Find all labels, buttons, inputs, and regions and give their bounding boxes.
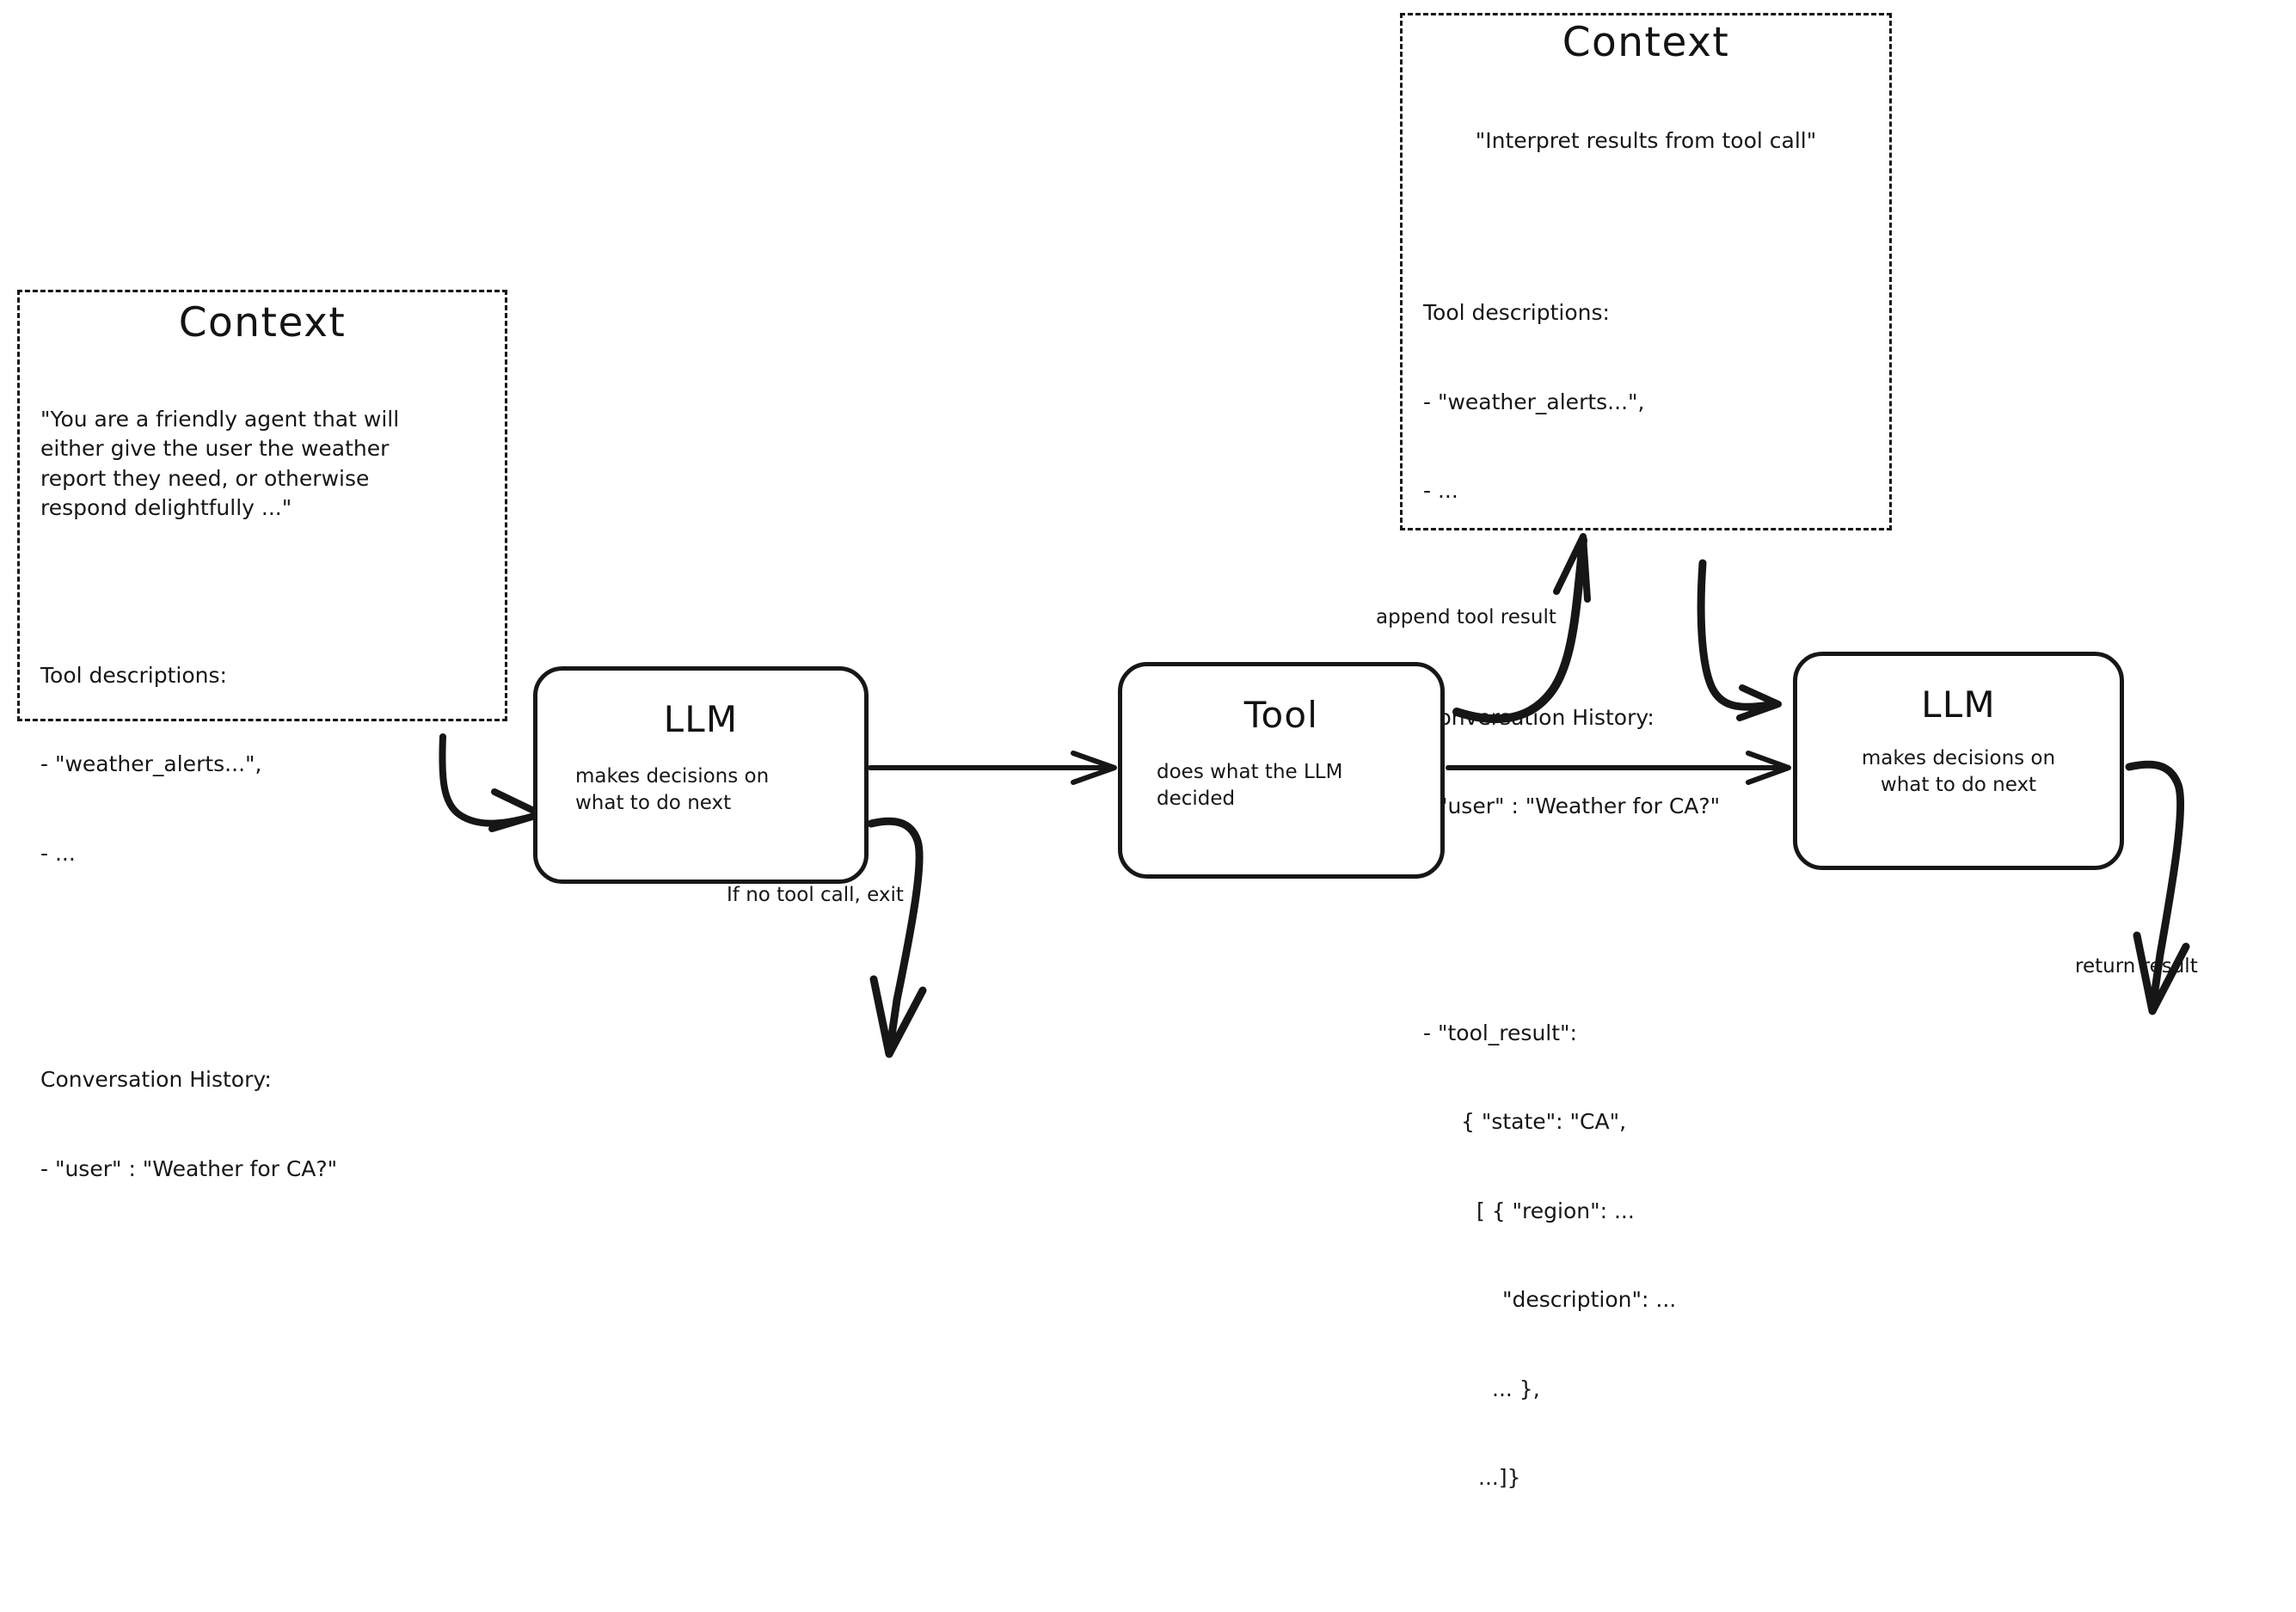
node-llm-2-subtitle: makes decisions on what to do next (1861, 747, 2056, 796)
node-llm-1[interactable]: LLM makes decisions on what to do next (533, 666, 869, 884)
node-llm-2[interactable]: LLM makes decisions on what to do next (1793, 652, 2124, 870)
edge-label-if-no-tool-call-exit: If no tool call, exit (727, 884, 904, 906)
context-right-tool-item: - "weather_alerts...", (1423, 389, 1645, 414)
context-left-system-prompt: "You are a friendly agent that will eith… (40, 406, 400, 521)
node-tool-subtitle: does what the LLM decided (1157, 761, 1343, 810)
arrow-llm1-exit (867, 817, 924, 1051)
node-llm-1-subtitle: makes decisions on what to do next (575, 765, 770, 814)
context-left-tool-item: - "weather_alerts...", (40, 751, 262, 777)
context-left-conversation-header: Conversation History: (40, 1067, 272, 1093)
context-right-title: Context (1562, 19, 1730, 66)
context-right-conversation: Conversation History: - "user" : "Weathe… (1423, 644, 1869, 881)
context-right-tool-result: - "tool_result": { "state": "CA", [ { "r… (1423, 959, 1869, 1553)
context-right-tool-result-line: [ { "region": ... (1476, 1198, 1635, 1223)
context-right-system-prompt: "Interpret results from tool call" (1475, 127, 1817, 153)
context-left-conversation-item: - "user" : "Weather for CA?" (40, 1155, 338, 1181)
context-left-body: "You are a friendly agent that will eith… (20, 346, 505, 1303)
context-left-tool-descriptions: Tool descriptions: - "weather_alerts..."… (40, 602, 484, 929)
context-right-tool-result-line: "description": ... (1502, 1287, 1677, 1313)
node-tool[interactable]: Tool does what the LLM decided (1118, 662, 1445, 879)
context-right-tool-descriptions-header: Tool descriptions: (1423, 300, 1610, 326)
context-box-left: Context "You are a friendly agent that w… (17, 290, 507, 1181)
arrow-llm1-exit-head (869, 975, 927, 1058)
context-right-conversation-header: Conversation History: (1423, 704, 1654, 730)
context-right-tool-result-header: - "tool_result": (1423, 1020, 1577, 1045)
context-right-tool-result-line: { "state": "CA", (1461, 1109, 1627, 1135)
context-left-tool-item: - ... (40, 840, 76, 866)
edge-label-append-tool-result: append tool result (1376, 606, 1556, 628)
diagram-canvas: Context "You are a friendly agent that w… (17, 13, 2198, 1490)
node-tool-title: Tool (1243, 694, 1319, 736)
context-left-title: Context (178, 299, 347, 346)
context-left-tool-descriptions-header: Tool descriptions: (40, 662, 227, 688)
arrow-llm1-to-tool-head (1071, 751, 1117, 785)
context-right-tool-item: - ... (1423, 478, 1458, 504)
edge-label-return-result: return result (2075, 955, 2198, 978)
context-left-conversation: Conversation History: - "user" : "Weathe… (40, 1006, 484, 1243)
context-right-tool-descriptions: Tool descriptions: - "weather_alerts..."… (1423, 239, 1869, 566)
context-right-tool-result-line: ... }, (1492, 1376, 1540, 1401)
context-right-tool-result-line: ...]} (1478, 1465, 1521, 1491)
node-llm-2-title: LLM (1921, 683, 1996, 726)
node-llm-1-title: LLM (663, 698, 739, 740)
context-box-right: Context "Interpret results from tool cal… (1400, 13, 1892, 1490)
